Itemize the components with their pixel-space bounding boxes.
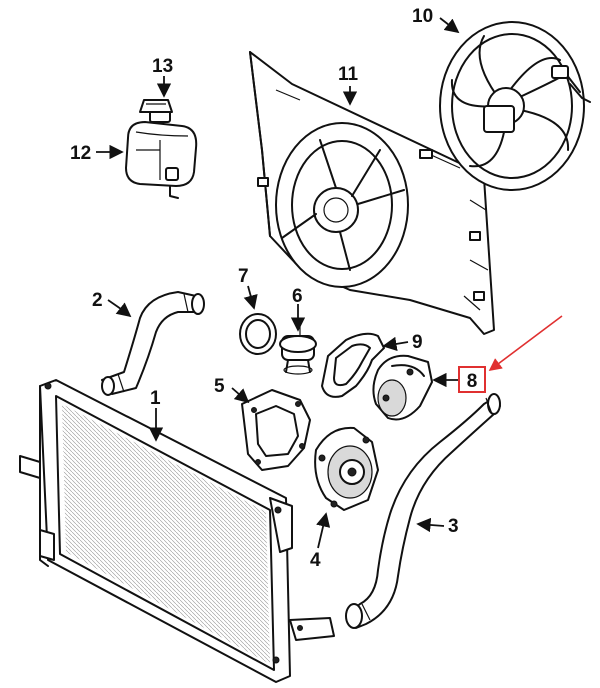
housing-gasket-part: [321, 332, 385, 398]
fan-shroud-part: [249, 51, 495, 335]
cooling-fan-part: [439, 21, 591, 191]
callout-9: 9: [412, 332, 423, 353]
callout-10: 10: [412, 6, 433, 27]
upper-hose-part: [101, 291, 205, 396]
callout-5: 5: [214, 376, 225, 397]
expansion-tank-part: [125, 109, 198, 199]
callout-1: 1: [150, 388, 161, 409]
highlighted-callout-8[interactable]: 8: [458, 366, 486, 393]
tank-cap-part: [139, 99, 173, 113]
callout-4: 4: [310, 550, 321, 571]
callout-13: 13: [152, 56, 173, 77]
callout-2: 2: [92, 290, 103, 311]
lower-hose-part: [345, 393, 501, 629]
water-pump-part: [314, 426, 379, 511]
callout-3: 3: [448, 516, 459, 537]
callout-12: 12: [70, 143, 91, 164]
radiator-part: [19, 379, 335, 683]
seal-ring-part: [239, 313, 277, 355]
thermostat-part: [279, 320, 317, 375]
thermostat-housing-part: [372, 354, 433, 421]
leader-lines: [96, 17, 563, 549]
highlight-box: [458, 366, 486, 393]
callout-11: 11: [338, 64, 359, 85]
callout-7: 7: [238, 266, 249, 287]
callout-8: 8: [467, 371, 478, 392]
pump-gasket-part: [241, 389, 311, 471]
callout-6: 6: [292, 286, 303, 307]
